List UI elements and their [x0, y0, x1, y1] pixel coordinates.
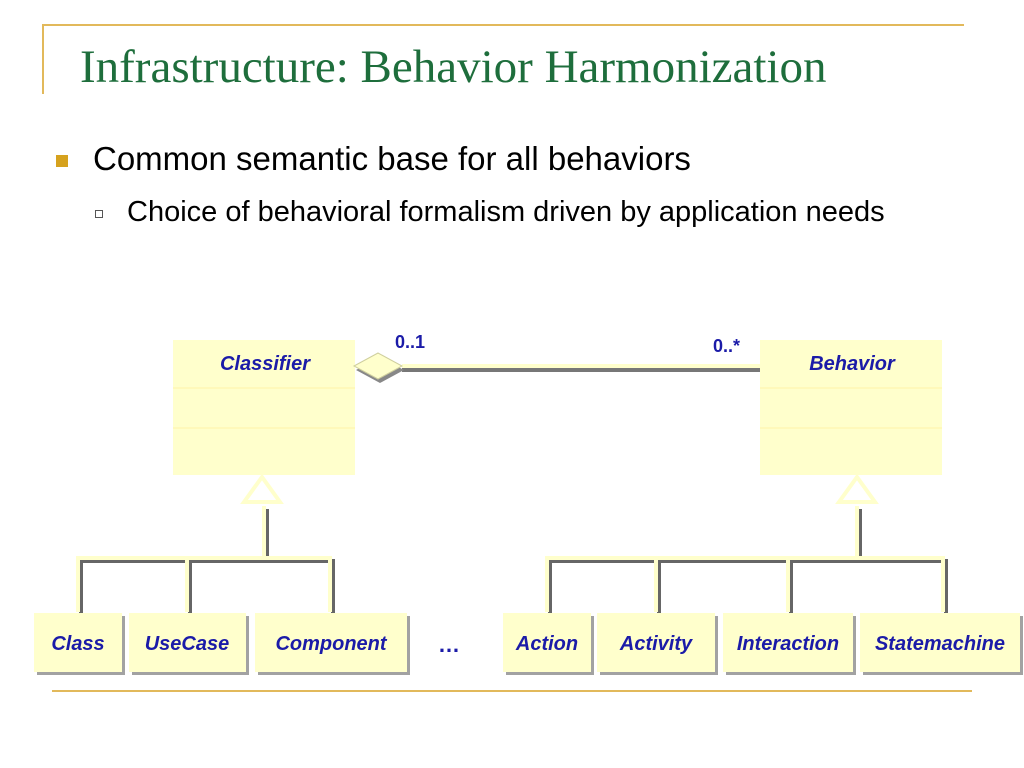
slide-title: Infrastructure: Behavior Harmonization	[80, 41, 827, 93]
footer-divider	[52, 690, 972, 692]
square-bullet-icon	[56, 155, 68, 167]
multiplicity-classifier-end: 0..1	[395, 332, 425, 352]
subclass-box-statemachine: Statemachine	[860, 613, 1020, 672]
subclass-box-class: Class	[34, 613, 122, 672]
behavior-label: Behavior	[809, 353, 896, 375]
title-frame-left	[42, 24, 44, 94]
subclass-label-statemachine: Statemachine	[875, 633, 1005, 655]
more-subclasses-ellipsis: …	[438, 632, 460, 657]
subclass-label-component: Component	[275, 633, 387, 655]
behavior-class-box: Behavior	[760, 340, 942, 475]
classifier-label: Classifier	[220, 353, 311, 375]
generalization-triangle-icon	[240, 473, 284, 504]
subclass-label-activity: Activity	[619, 633, 693, 655]
subclass-box-activity: Activity	[597, 613, 715, 672]
subclass-label-class: Class	[51, 633, 104, 655]
composition-diamond-icon	[352, 352, 404, 383]
subclass-box-usecase: UseCase	[129, 613, 246, 672]
title-frame-top	[42, 24, 964, 26]
bullet-level-1-text: Common semantic base for all behaviors	[93, 140, 691, 177]
hollow-square-bullet-icon	[95, 210, 103, 218]
behavior-generalization-tree	[545, 506, 948, 615]
bullet-level-2-text: Choice of behavioral formalism driven by…	[127, 196, 885, 228]
classifier-class-box: Classifier	[173, 340, 355, 475]
bullet-level-1: Common semantic base for all behaviors	[56, 140, 691, 178]
subclass-box-component: Component	[255, 613, 407, 672]
subclass-label-action: Action	[515, 633, 578, 655]
subclass-box-interaction: Interaction	[723, 613, 853, 672]
association-line	[402, 364, 762, 372]
subclass-label-usecase: UseCase	[145, 633, 230, 655]
multiplicity-behavior-end: 0..*	[713, 336, 740, 356]
subclass-box-action: Action	[503, 613, 591, 672]
bullet-level-2: Choice of behavioral formalism driven by…	[95, 195, 997, 230]
generalization-triangle-icon	[835, 473, 879, 504]
classifier-generalization-tree	[76, 506, 335, 615]
subclass-label-interaction: Interaction	[737, 633, 839, 655]
